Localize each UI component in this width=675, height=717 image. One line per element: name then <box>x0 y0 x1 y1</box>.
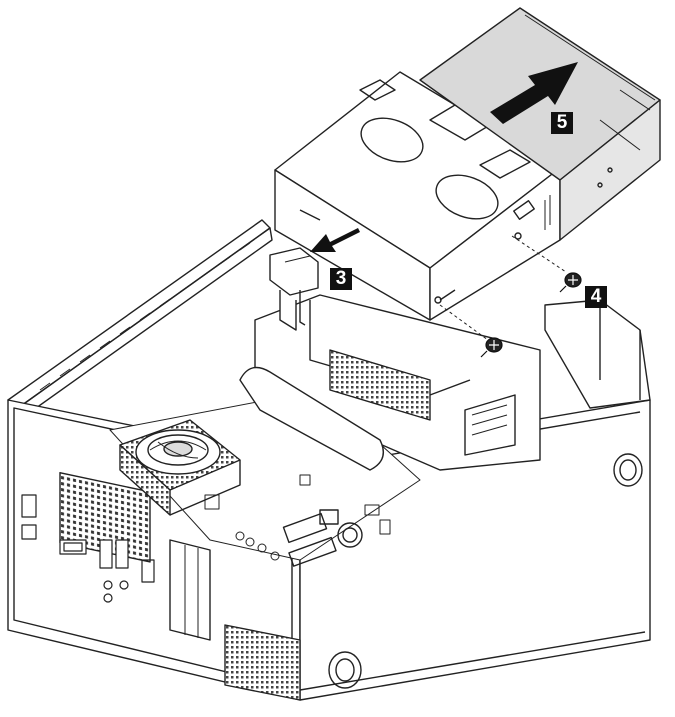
arrow-icon <box>310 228 360 252</box>
screw-icon <box>480 337 503 358</box>
optical-drive-cage <box>274 71 561 321</box>
step-4-label: 4 <box>585 286 607 308</box>
guide-line <box>439 304 489 341</box>
step-5-label: 5 <box>551 112 573 134</box>
screw-icon <box>559 272 582 293</box>
cpu-fan-icon <box>119 419 241 516</box>
cable-connector-icon <box>269 247 319 331</box>
arrow-icon <box>490 62 578 124</box>
guide-line <box>511 235 567 273</box>
step-3-label: 3 <box>330 268 352 290</box>
drive-bay <box>239 294 541 471</box>
